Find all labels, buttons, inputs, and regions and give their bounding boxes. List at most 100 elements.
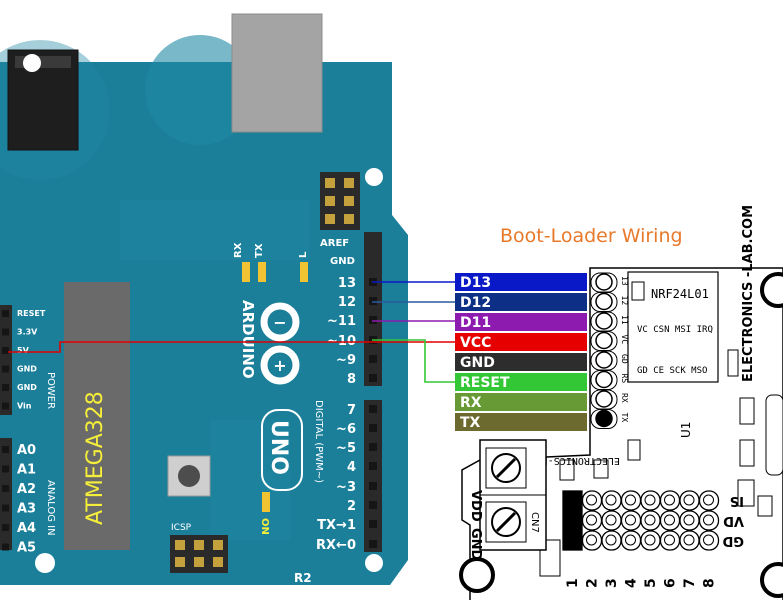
- wire-label-text: RX: [460, 395, 482, 411]
- bottom-header-hole: [605, 514, 617, 526]
- analog-pin-label: A1: [17, 463, 36, 478]
- bottom-pin-number: 8: [702, 578, 718, 588]
- digital-pin-socket: [369, 443, 377, 451]
- svg-text:+: +: [273, 356, 286, 375]
- analog-section-label: ANALOG IN: [45, 480, 56, 536]
- analog-pin-socket: [2, 485, 9, 492]
- wire-label-text: RESET: [460, 375, 510, 391]
- module-header-label: TX: [620, 413, 629, 423]
- module-header-pin: [595, 409, 613, 428]
- digital-pin-socket: [369, 297, 377, 305]
- bottom-header-hole: [625, 514, 636, 526]
- module-brand-bottom: ELECTRONICS-LAB.COM: [506, 455, 620, 466]
- wire-label-d11: [455, 313, 587, 331]
- bottom-header-hole: [625, 494, 636, 506]
- wire-label-tx: [455, 413, 587, 431]
- wire-label-gnd: [455, 353, 587, 371]
- digital-pin-socket: [369, 374, 377, 382]
- digital-pin-socket: [369, 540, 377, 548]
- analog-pin-socket: [2, 465, 9, 473]
- power-header: [0, 305, 12, 415]
- bottom-header-hole: [586, 494, 597, 506]
- wire-vcc: [8, 341, 455, 353]
- atmega-chip: [64, 282, 130, 550]
- wire-label-vcc: [455, 333, 587, 351]
- wire-label-text: D12: [460, 295, 491, 311]
- gnd-label: GND: [330, 256, 355, 267]
- digital-pin-socket: [369, 501, 377, 509]
- module-header-label: RX: [620, 393, 629, 403]
- wire-label-reset: [455, 373, 587, 391]
- bottom-header-hole: [703, 514, 714, 526]
- wire-label-d13: [455, 273, 587, 291]
- digital-header-bottom: [364, 400, 382, 552]
- reset-button: [167, 455, 211, 497]
- wire-label-text: GND: [460, 355, 495, 371]
- digital-pin-socket: [369, 316, 377, 324]
- digital-pin-label: ~6: [336, 422, 356, 437]
- wire-label-text: D11: [460, 315, 491, 331]
- power-pin-socket: [2, 347, 9, 354]
- module-mount-hole: [760, 272, 783, 308]
- bottom-header-hole: [625, 534, 636, 546]
- bottom-header-hole: [664, 514, 675, 526]
- bottom-pin-number: 4: [624, 578, 640, 588]
- power-pin-socket: [2, 310, 9, 317]
- module-header-label: VC: [620, 335, 629, 345]
- bottom-header-hole: [605, 494, 617, 506]
- analog-pin-label: A5: [17, 541, 36, 556]
- mount-hole: [23, 54, 41, 72]
- module-header-label: 13: [620, 276, 629, 286]
- power-pin-label: GND: [17, 383, 37, 392]
- wire-label-text: D13: [460, 275, 491, 291]
- led-rx-label: RX: [233, 242, 244, 258]
- module-header-label: 12: [620, 296, 629, 306]
- bottom-pin-number: 1: [565, 578, 581, 588]
- power-section-label: POWER: [45, 372, 56, 409]
- wire-reset: [372, 339, 455, 383]
- chip-label: ATMEGA328: [83, 391, 108, 525]
- analog-pin-socket: [2, 524, 9, 531]
- digital-pin-label: 8: [347, 372, 356, 387]
- bottom-header-pin: [562, 490, 583, 511]
- arduino-logo: [260, 302, 300, 385]
- digital-pin-label: ~9: [336, 353, 356, 368]
- bottom-header-pin: [562, 530, 583, 551]
- analog-header: [0, 438, 12, 550]
- module-mount-hole: [760, 562, 783, 598]
- module-side-label: IS: [730, 493, 744, 508]
- power-pin-label: 5V: [17, 346, 30, 355]
- brand-label: ARDUINO: [239, 300, 257, 379]
- mount-hole: [365, 168, 383, 186]
- digital-pin-label: TX→1: [317, 518, 356, 533]
- digital-pin-label: ~5: [336, 441, 356, 456]
- aref-label: AREF: [320, 238, 349, 249]
- nrf-pins-top: VC CSN MSI IRQ: [637, 325, 713, 335]
- digital-section-label: DIGITAL (PWM~): [313, 400, 324, 483]
- nrf-chip-label: NRF24L01: [651, 287, 709, 301]
- digital-pin-socket: [369, 462, 377, 470]
- module-side-label: GD: [722, 533, 744, 548]
- module-header-pin: [595, 273, 613, 291]
- digital-pin-label: 2: [347, 499, 356, 514]
- digital-pin-label: 4: [347, 460, 356, 475]
- revision-label: R2: [294, 571, 312, 585]
- mount-hole: [35, 553, 55, 573]
- terminal-gnd-label: GND: [468, 528, 483, 561]
- icsp-label: ICSP: [171, 523, 192, 533]
- wire-traces: [8, 281, 455, 383]
- power-pin-label: Vin: [17, 402, 32, 411]
- digital-pin-socket: [369, 482, 377, 490]
- module-header-pin: [595, 312, 613, 330]
- power-pin-label: GND: [17, 365, 37, 374]
- module-header-pin: [595, 292, 613, 311]
- on-label: ON: [259, 518, 270, 535]
- bottom-header-hole: [683, 514, 695, 526]
- bottom-header-hole: [644, 514, 656, 526]
- digital-header-top: [364, 232, 382, 386]
- digital-pin-label: 7: [347, 403, 356, 418]
- led-l-label: L: [298, 251, 309, 258]
- digital-pin-label: RX←0: [316, 538, 356, 553]
- bottom-pin-number: 2: [585, 578, 601, 588]
